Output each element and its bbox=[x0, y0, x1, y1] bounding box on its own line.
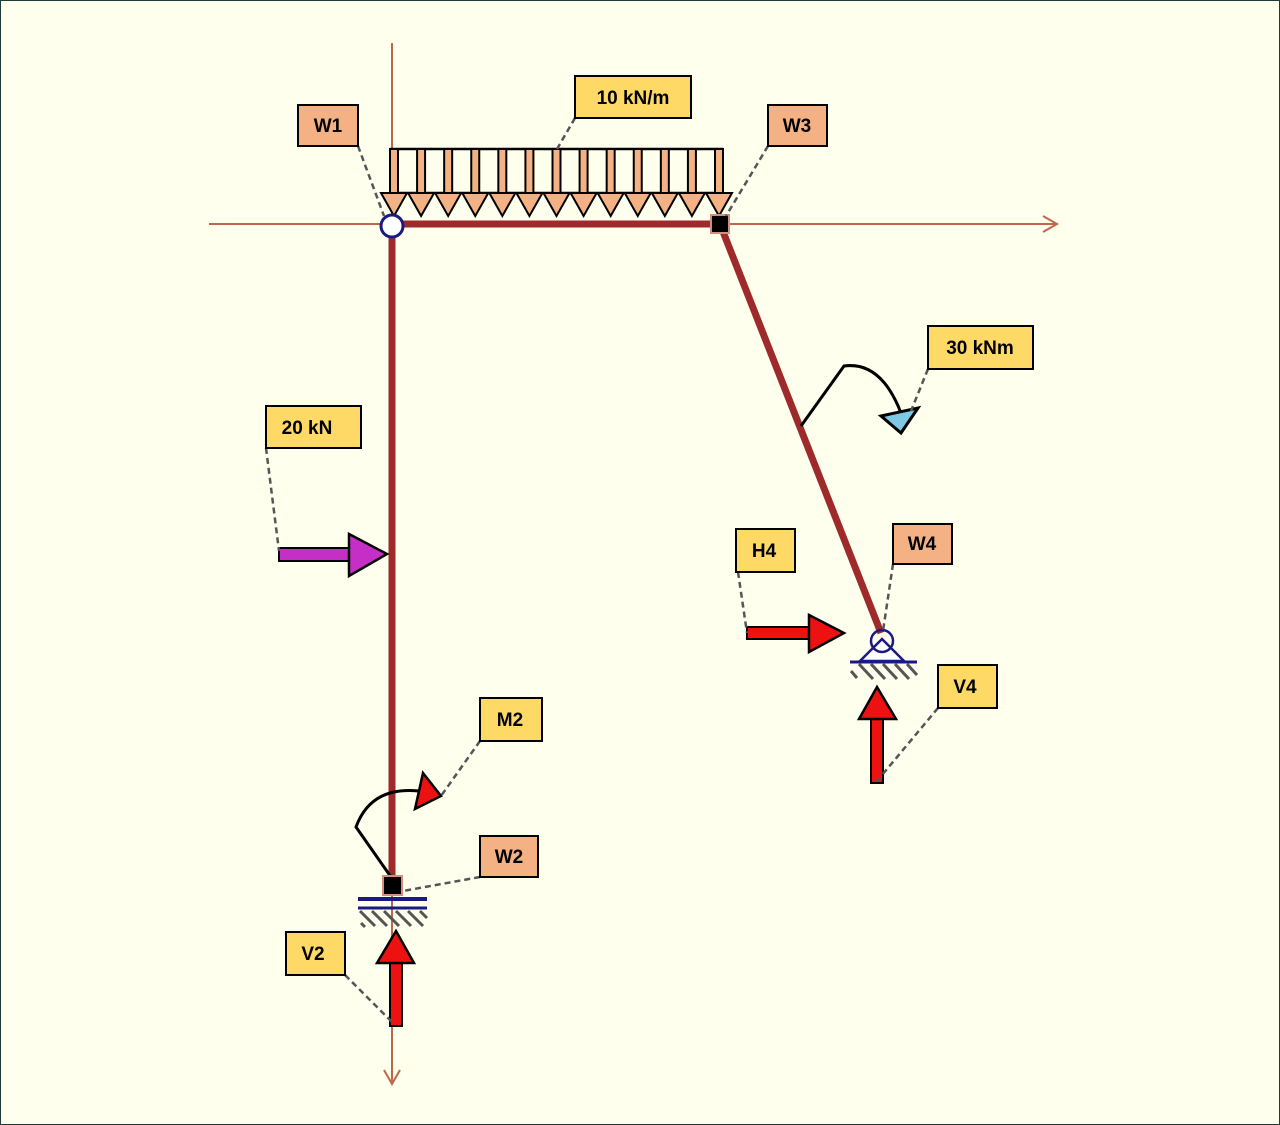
svg-text:30 kNm: 30 kNm bbox=[946, 338, 1014, 359]
fixed-slider-support bbox=[358, 875, 429, 929]
load-arrow-head bbox=[460, 192, 490, 219]
hinge-node-w1 bbox=[379, 213, 405, 239]
load-arrow-shaft bbox=[470, 148, 481, 194]
svg-text:V4: V4 bbox=[953, 677, 977, 698]
load-arrow-head bbox=[487, 192, 518, 219]
label-moment-load: 30 kNm bbox=[927, 325, 1034, 370]
svg-text:W4: W4 bbox=[908, 534, 937, 555]
load-arrow-head bbox=[433, 192, 463, 219]
v4-reaction-arrow bbox=[856, 684, 899, 784]
point-load-arrow bbox=[278, 531, 390, 579]
load-arrow-head bbox=[595, 192, 626, 219]
pin-support bbox=[849, 628, 919, 681]
h4-reaction-arrow bbox=[746, 612, 847, 655]
load-arrow-shaft bbox=[578, 148, 589, 194]
load-arrow-head bbox=[677, 192, 707, 219]
v2-reaction-arrow bbox=[374, 928, 417, 1027]
leader-lines bbox=[264, 117, 939, 1024]
load-arrow-shaft bbox=[714, 148, 724, 194]
load-arrow-head bbox=[379, 192, 409, 219]
load-arrow-shaft bbox=[443, 148, 454, 194]
inclined-member bbox=[716, 222, 885, 635]
load-arrow-head bbox=[650, 192, 680, 219]
label-v2: V2 bbox=[285, 931, 346, 976]
svg-text:V2: V2 bbox=[301, 944, 324, 965]
svg-text:W1: W1 bbox=[314, 116, 343, 137]
load-arrow-shaft bbox=[389, 148, 399, 194]
load-arrow-shaft bbox=[551, 148, 562, 194]
label-h4: H4 bbox=[735, 528, 796, 573]
label-w1: W1 bbox=[297, 104, 359, 147]
svg-text:M2: M2 bbox=[497, 710, 523, 731]
load-arrow-shaft bbox=[497, 148, 508, 194]
label-w3: W3 bbox=[767, 104, 828, 147]
applied-moment bbox=[799, 364, 922, 436]
svg-text:W3: W3 bbox=[783, 116, 812, 137]
load-arrow-head bbox=[704, 192, 734, 219]
label-w4: W4 bbox=[892, 523, 953, 565]
load-arrow-head bbox=[406, 192, 436, 219]
distributed-load bbox=[379, 147, 734, 219]
load-arrow-shaft bbox=[605, 148, 616, 194]
load-arrow-head bbox=[514, 192, 545, 219]
svg-text:W2: W2 bbox=[495, 847, 524, 868]
svg-text:10 kN/m: 10 kN/m bbox=[597, 88, 670, 109]
svg-text:20 kN: 20 kN bbox=[282, 418, 333, 439]
load-arrow-head bbox=[623, 192, 653, 219]
load-arrow-shaft bbox=[524, 148, 535, 194]
m2-moment-reaction bbox=[354, 770, 443, 878]
label-m2: M2 bbox=[479, 697, 543, 742]
load-arrow-shaft bbox=[632, 148, 643, 194]
load-arrow-shaft bbox=[659, 148, 670, 194]
load-arrow-head bbox=[568, 192, 599, 219]
label-distributed-load: 10 kN/m bbox=[574, 75, 692, 119]
load-arrow-head bbox=[541, 192, 572, 219]
load-arrow-shaft bbox=[686, 148, 697, 194]
label-point-load: 20 kN bbox=[265, 405, 362, 449]
svg-text:H4: H4 bbox=[752, 541, 777, 562]
label-v4: V4 bbox=[937, 664, 998, 709]
rigid-node-w3 bbox=[710, 214, 730, 234]
load-arrow-shaft bbox=[416, 148, 427, 194]
label-w2: W2 bbox=[479, 835, 539, 878]
